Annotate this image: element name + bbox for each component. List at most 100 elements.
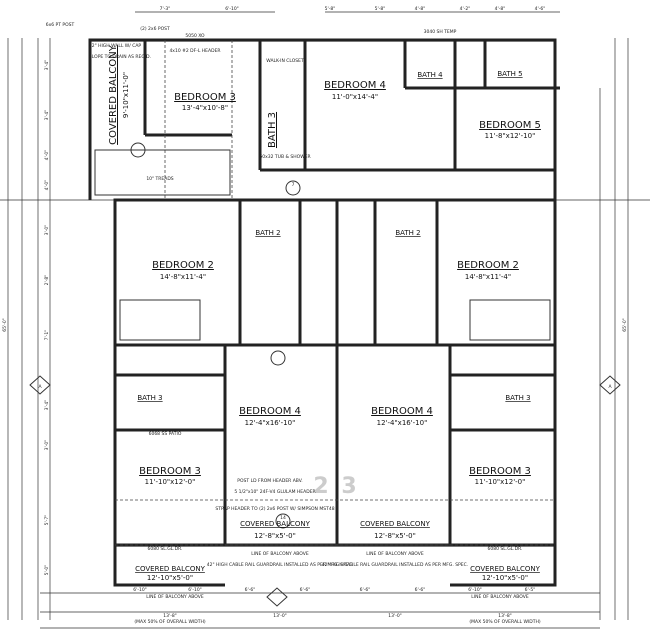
dim: 5'-8" <box>325 6 336 12</box>
annotations: 6x6 PT POST 42" HIGH WALL W/ CAP SLOPE T… <box>46 22 541 625</box>
note: 10" TREADS <box>146 176 173 182</box>
note: 3040 SH TEMP <box>424 29 457 35</box>
dim: 5'-0" <box>44 565 50 576</box>
room-size: 11'-0"x14'-4" <box>332 93 378 101</box>
room-name: BATH 5 <box>497 70 522 78</box>
note: 6068 SS PATIO <box>149 431 182 437</box>
dimension-text: 7'-3" 6'-10" 5'-8" 5'-8" 4'-8" 4'-2" 4'-… <box>2 6 628 619</box>
note: 4x10 #2 DF-L HEADER <box>169 48 220 54</box>
room-name: BATH 2 <box>255 229 280 237</box>
note: LINE OF BALCONY ABOVE <box>251 551 309 557</box>
room-name: COVERED BALCONY <box>135 565 206 573</box>
note: STRAP HEADER TO (2) 2x6 POST W/ SIMPSON … <box>215 506 334 512</box>
dim: 65'-0" <box>622 318 628 332</box>
room-size: 12'-10"x5'-0" <box>147 574 193 582</box>
note: LINE OF BALCONY ABOVE <box>471 594 529 600</box>
stairs <box>94 149 551 341</box>
room-size: 12'-8"x5'-0" <box>254 532 296 540</box>
room-name: BEDROOM 3 <box>469 466 531 477</box>
dim: 6'-10" <box>133 587 147 593</box>
room-name: BEDROOM 4 <box>324 80 386 91</box>
section-marker-right <box>599 375 621 395</box>
room-size: 11'-10"x12'-0" <box>145 478 196 486</box>
dim: 4'-0" <box>44 150 50 161</box>
note: (MAX 50% OF OVERALL WIDTH) <box>469 619 540 625</box>
dim: 6'-10" <box>225 6 239 12</box>
note: (MAX 50% OF OVERALL WIDTH) <box>134 619 205 625</box>
room-name: COVERED BALCONY <box>240 520 311 528</box>
dim: 6'-10" <box>188 587 202 593</box>
dim: 13'-8" <box>498 613 512 619</box>
room-size: 12'-10"x5'-0" <box>482 574 528 582</box>
note: LINE OF BALCONY ABOVE <box>366 551 424 557</box>
note: 60x32 TUB & SHOWER <box>259 154 310 160</box>
marker-label: 7 <box>292 182 295 188</box>
dim: 13'-8" <box>163 613 177 619</box>
room-name: BEDROOM 5 <box>479 120 541 131</box>
room-name: BEDROOM 4 <box>371 406 433 417</box>
dim: 5'-7" <box>44 515 50 526</box>
dim: 4'-6" <box>535 6 546 12</box>
room-name: COVERED BALCONY <box>108 44 119 145</box>
room-size: 11'-8"x12'-10" <box>485 132 536 140</box>
dim: 7'-1" <box>44 330 50 341</box>
room-name: BATH 3 <box>267 112 278 148</box>
room-size: 14'-8"x11'-4" <box>465 273 511 281</box>
dim: 6'-5" <box>525 587 536 593</box>
room-size: 13'-4"x10'-8" <box>182 104 228 112</box>
note: SLOPE TO DRAIN AS REQ'D. <box>89 54 151 60</box>
dim: 7'-3" <box>160 6 171 12</box>
room-name: BATH 2 <box>395 229 420 237</box>
unit-number-left: 2 <box>313 474 328 499</box>
dim: 3'-0" <box>44 440 50 451</box>
dim: 13'-0" <box>273 613 287 619</box>
note: 6x6 PT POST <box>46 22 75 28</box>
dim: 4'-8" <box>415 6 426 12</box>
dim: 4'-8" <box>495 6 506 12</box>
note: 42" HIGH CABLE RAIL GUARDRAIL INSTALLED … <box>322 562 468 568</box>
marker-label: A <box>38 384 42 390</box>
note: 6080 SL.GL.DR. <box>148 546 183 552</box>
room-size: 14'-8"x11'-4" <box>160 273 206 281</box>
room-name: COVERED BALCONY <box>360 520 431 528</box>
dim: 3'-4" <box>44 60 50 71</box>
dim: 6'-6" <box>300 587 311 593</box>
room-name: BATH 4 <box>417 71 443 79</box>
marker-label: 14 <box>280 515 286 521</box>
room-size: 11'-10"x12'-0" <box>475 478 526 486</box>
room-name: BEDROOM 2 <box>152 260 214 271</box>
dim: 6'-10" <box>468 587 482 593</box>
dim: 6'-6" <box>360 587 371 593</box>
dim: 5'-8" <box>375 6 386 12</box>
section-marker-bottom <box>266 587 288 607</box>
dim: 4'-2" <box>460 6 471 12</box>
note: POST LD FROM HEADER ABV. <box>237 478 302 484</box>
note: LINE OF BALCONY ABOVE <box>146 594 204 600</box>
dim: 65'-0" <box>2 318 8 332</box>
note: 5 1/2"x10" 24F-V4 GLULAM HEADER <box>234 489 315 495</box>
section-markers <box>29 142 621 607</box>
dim: 2'-8" <box>44 275 50 286</box>
section-marker <box>285 180 301 196</box>
dim: 6'-6" <box>245 587 256 593</box>
section-marker-left <box>29 375 51 395</box>
room-name: BEDROOM 4 <box>239 406 301 417</box>
dimension-lines <box>0 11 650 629</box>
room-name: BATH 3 <box>505 394 530 402</box>
note: 5050 XO <box>185 33 205 39</box>
note: WALK-IN CLOSET <box>266 58 304 64</box>
dim: 4'-0" <box>44 180 50 191</box>
section-marker <box>130 142 146 158</box>
dashed-lines <box>115 40 555 546</box>
room-labels: COVERED BALCONY 9'-10"x11'-0" BEDROOM 3 … <box>108 44 541 582</box>
room-size: 12'-4"x16'-10" <box>377 419 428 427</box>
dim: 13'-0" <box>388 613 402 619</box>
room-name: COVERED BALCONY <box>470 565 541 573</box>
note: 42" HIGH WALL W/ CAP <box>89 43 142 49</box>
note: (2) 2x6 POST <box>140 26 170 32</box>
note: 42" HIGH CABLE RAIL GUARDRAIL INSTALLED … <box>207 562 353 568</box>
dim: 3'-4" <box>44 110 50 121</box>
room-name: BATH 3 <box>137 394 162 402</box>
section-marker <box>275 513 291 529</box>
